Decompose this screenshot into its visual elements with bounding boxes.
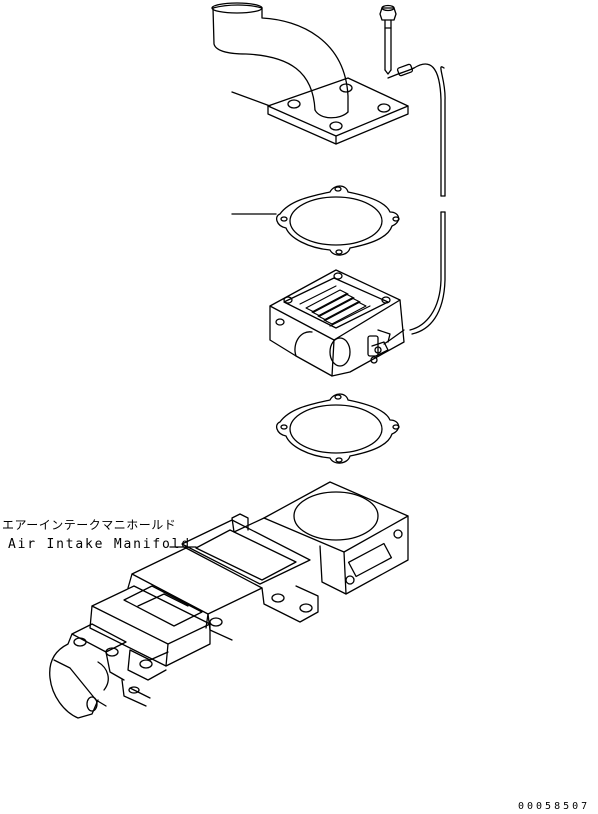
flange-bolt-hole	[377, 103, 391, 113]
part-label-english: Air Intake Manifold	[8, 537, 191, 552]
heater-terminal	[367, 329, 391, 364]
heater-wire	[383, 63, 446, 345]
flange-bolt-hole	[287, 99, 301, 109]
air-intake-manifold	[49, 481, 409, 719]
part-label-japanese: エアーインテークマニホールド	[2, 518, 177, 532]
flange-bolt-hole	[329, 121, 343, 131]
leader-line	[231, 91, 271, 107]
mounting-bolt	[379, 4, 397, 75]
lower-gasket	[275, 393, 400, 464]
wire-terminal	[396, 63, 414, 77]
heater-element	[299, 285, 371, 327]
intake-heater-block	[269, 269, 405, 377]
drawing-number: 00058507	[518, 801, 591, 812]
flange-bolt-hole	[339, 83, 353, 93]
upper-gasket	[231, 185, 400, 256]
intake-elbow-pipe	[211, 2, 409, 145]
